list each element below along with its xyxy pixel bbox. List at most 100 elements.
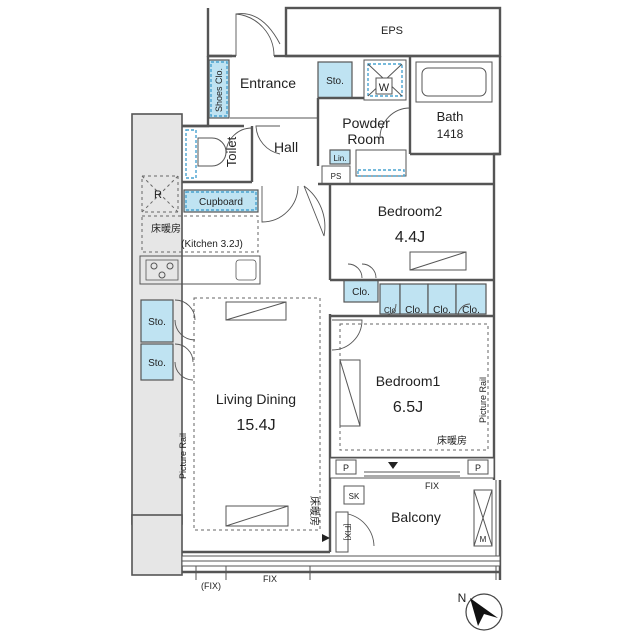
bath-label: Bath bbox=[437, 109, 464, 124]
bedroom2-door bbox=[303, 185, 326, 237]
washing-machine-dash bbox=[367, 63, 403, 97]
north-arrow: N bbox=[458, 591, 503, 631]
storage-doors bbox=[174, 299, 196, 381]
slop-sink bbox=[343, 485, 365, 505]
bathtub bbox=[415, 61, 493, 103]
balcony-p-right-label: P bbox=[475, 463, 481, 473]
balcony-door-marker bbox=[322, 534, 330, 542]
balcony-fix-label: FIX bbox=[425, 481, 439, 491]
storage-2-label: Sto. bbox=[148, 358, 166, 369]
bottom-fix-paren-label: (FIX) bbox=[201, 581, 221, 591]
bath-door bbox=[379, 107, 411, 139]
entrance-door bbox=[235, 13, 275, 57]
toilet-bowl bbox=[197, 137, 227, 167]
burner-1 bbox=[150, 262, 158, 270]
slop-sink-label: SK bbox=[349, 492, 360, 501]
balcony-window-frame bbox=[329, 457, 495, 479]
bedroom2-window-box bbox=[409, 251, 467, 271]
bedroom1-picture-rail-label: Picture Rail bbox=[478, 377, 488, 423]
living-dining-dash bbox=[193, 297, 321, 531]
ac-unit-cross-2 bbox=[473, 489, 493, 547]
bedroom1-dash bbox=[339, 323, 489, 451]
north-arrow-pointer bbox=[470, 598, 498, 626]
cupboard-label: Cupboard bbox=[199, 197, 243, 208]
linen-closet bbox=[329, 149, 351, 165]
washing-machine-box bbox=[375, 77, 393, 95]
balcony-p-left bbox=[335, 459, 357, 475]
hall-door bbox=[255, 125, 281, 155]
closet-2-label: Clo. bbox=[433, 305, 451, 316]
closet-3-label: Clo. bbox=[462, 305, 480, 316]
bedroom1-door bbox=[331, 319, 363, 351]
closet-2 bbox=[427, 283, 457, 315]
bedroom1-window-diag bbox=[339, 359, 361, 427]
living-window-bottom-diag bbox=[225, 505, 289, 527]
kitchen-sink bbox=[235, 259, 257, 281]
entrance-storage-label: Sto. bbox=[326, 76, 344, 87]
bottom-fix-label: FIX bbox=[263, 574, 277, 584]
bedroom1-floor-heating-label: 床暖房 bbox=[437, 434, 467, 447]
closet-1-label: Clo. bbox=[405, 305, 423, 316]
living-door bbox=[261, 185, 299, 223]
fix-vertical-label: [FIX] bbox=[343, 524, 352, 541]
north-arrow-label: N bbox=[458, 591, 467, 605]
burner-2 bbox=[166, 262, 174, 270]
kitchen-floor-heating-label: 床暖房 bbox=[151, 222, 181, 235]
washing-machine-label: W bbox=[379, 82, 390, 94]
bedroom1-label: Bedroom1 bbox=[376, 373, 441, 389]
shoes-closet bbox=[208, 59, 230, 119]
cupboard bbox=[183, 189, 259, 213]
storage-1 bbox=[140, 299, 174, 343]
balcony-p-left-label: P bbox=[343, 463, 349, 473]
ac-unit-label: M bbox=[480, 535, 487, 544]
exterior-column-left-bottom bbox=[131, 514, 183, 576]
balcony-label: Balcony bbox=[391, 509, 441, 525]
refrigerator-cross-2 bbox=[141, 175, 179, 213]
bedroom2-window-diag bbox=[409, 251, 467, 271]
refrigerator-label: R bbox=[154, 189, 162, 201]
vanity-dash bbox=[357, 169, 405, 177]
living-floor-heating-label: 床暖房 bbox=[308, 496, 321, 526]
hall-label: Hall bbox=[274, 139, 298, 155]
kitchen-counter bbox=[139, 255, 261, 285]
shoes-closet-dash bbox=[210, 61, 228, 117]
ac-unit bbox=[473, 489, 493, 547]
living-window-bottom-box bbox=[225, 505, 289, 527]
living-dining-label: Living Dining bbox=[216, 391, 296, 407]
perimeter-wall-right bbox=[492, 56, 502, 480]
ps-label: PS bbox=[331, 172, 342, 181]
powder-room-label-1: Powder bbox=[342, 115, 390, 131]
shoes-closet-label: Shoes Clo. bbox=[214, 68, 224, 112]
perimeter-wall-top bbox=[206, 8, 232, 58]
bedroom2-label: Bedroom2 bbox=[378, 203, 443, 219]
toilet-tank bbox=[185, 129, 197, 179]
perimeter-wall-upper-left bbox=[182, 56, 210, 128]
refrigerator-space bbox=[141, 175, 179, 213]
bath-size: 1418 bbox=[437, 127, 464, 141]
burner-3 bbox=[158, 271, 166, 279]
living-window-top-diag bbox=[225, 301, 287, 321]
kitchen-label: (Kitchen 3.2J) bbox=[181, 239, 243, 250]
kitchen-dash bbox=[141, 215, 259, 253]
bedroom1-size: 6.5J bbox=[393, 399, 423, 416]
closet-small-label: Clo bbox=[384, 306, 397, 315]
living-window-top-box bbox=[225, 301, 287, 321]
living-picture-rail-label: Picture Rail bbox=[178, 433, 188, 479]
bathtub-inner bbox=[421, 67, 487, 97]
bedroom1-window-box bbox=[339, 359, 361, 427]
vanity bbox=[355, 149, 407, 177]
fix-vertical-window bbox=[335, 511, 349, 553]
entrance-door-leaf bbox=[235, 13, 281, 45]
living-dining-size: 15.4J bbox=[236, 417, 275, 434]
powder-room-label-2: Room bbox=[347, 131, 384, 147]
bedroom2-closet-label: Clo. bbox=[352, 287, 370, 298]
bedroom2-size: 4.4J bbox=[395, 229, 425, 246]
bedroom2-closet-door bbox=[347, 263, 377, 279]
storage-2 bbox=[140, 343, 174, 381]
cupboard-dash bbox=[185, 191, 257, 211]
stove bbox=[145, 259, 179, 281]
storage-1-label: Sto. bbox=[148, 317, 166, 328]
closet-3 bbox=[455, 283, 487, 315]
balcony-door bbox=[347, 513, 375, 547]
